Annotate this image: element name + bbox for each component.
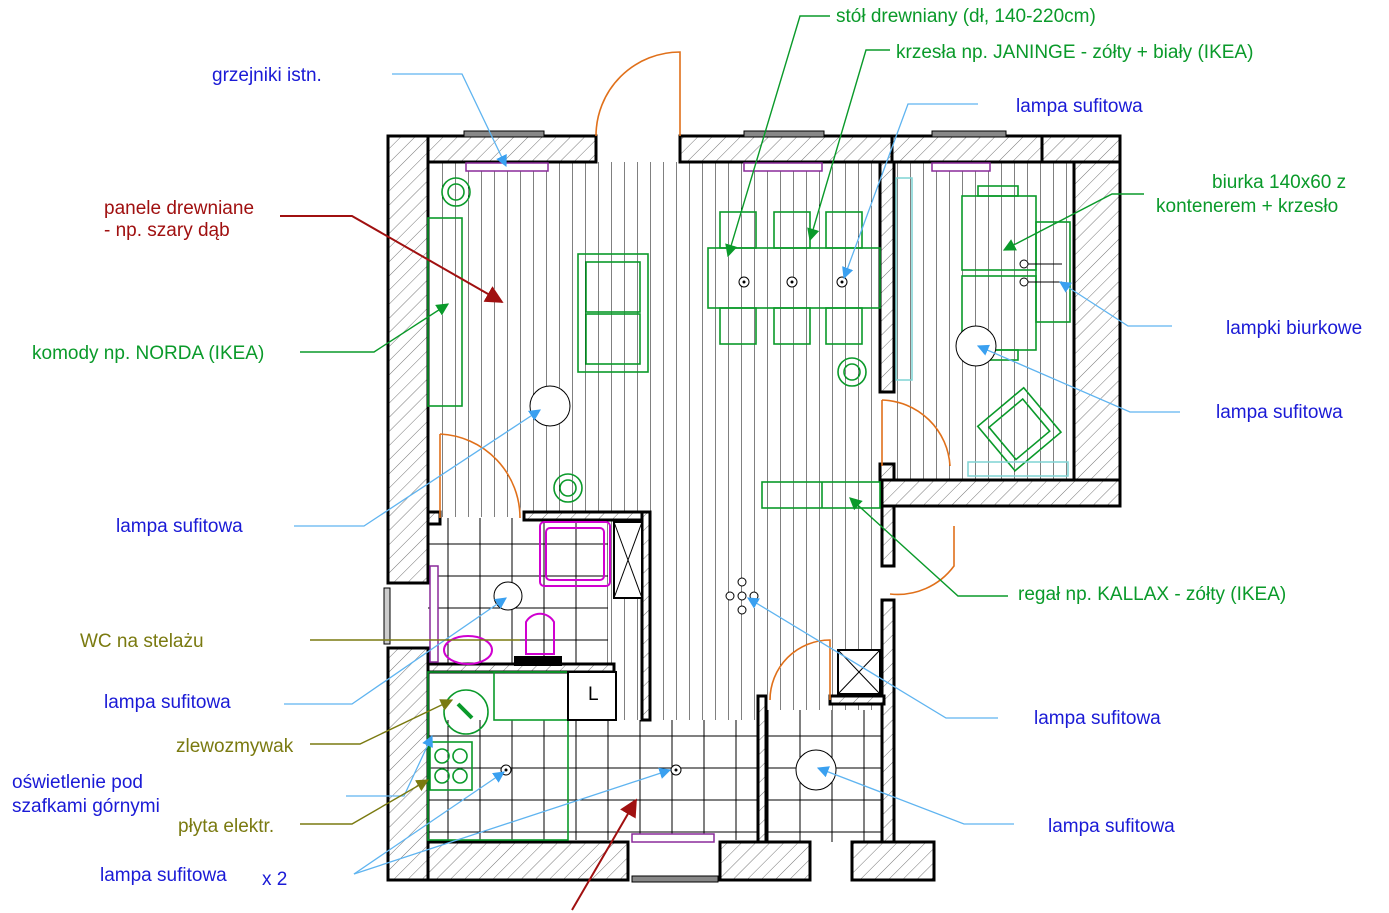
plant-icon	[441, 177, 867, 503]
label-biurka-2: kontenerem + krzesło	[1156, 196, 1338, 217]
furniture: L	[427, 177, 1071, 841]
walls	[386, 134, 1122, 882]
label-lampki: lampki biurkowe	[1226, 318, 1362, 339]
label-x2: x 2	[262, 869, 287, 890]
windows	[383, 130, 1007, 883]
leaders-red	[280, 215, 637, 911]
label-plyta: płyta elektr.	[178, 816, 274, 837]
label-biurka-1: biurka 140x60 z	[1212, 172, 1346, 193]
label-lampa-small: lampa sufitowa	[1048, 816, 1175, 837]
leaders-green	[300, 15, 1144, 597]
label-oswietlenie-1: oświetlenie pod	[12, 772, 143, 793]
label-krzesla: krzesła np. JANINGE - zółty + biały (IKE…	[896, 42, 1253, 63]
label-lampa-living: lampa sufitowa	[116, 516, 243, 537]
label-lampa-office: lampa sufitowa	[1216, 402, 1343, 423]
label-lampa-kitchen: lampa sufitowa	[100, 865, 227, 886]
desk-lamp-icon	[1019, 259, 1062, 287]
ceiling-lamp-icon	[493, 276, 997, 791]
floor-wood	[428, 162, 1074, 720]
labels: stół drewniany (dł, 140-220cm) krzesła n…	[12, 6, 1362, 890]
label-lampa-bath: lampa sufitowa	[104, 692, 231, 713]
leaders-blue	[284, 73, 1180, 875]
label-panele-2: - np. szary dąb	[104, 220, 230, 241]
fridge-label: L	[588, 684, 599, 705]
label-zlew: zlewozmywak	[176, 736, 294, 757]
label-panele-1: panele drewniane	[104, 198, 254, 219]
label-grzejniki: grzejniki istn.	[212, 65, 322, 86]
label-komody: komody np. NORDA (IKEA)	[32, 343, 264, 364]
label-wc: WC na stelażu	[80, 631, 204, 652]
label-oswietlenie-2: szafkami górnymi	[12, 796, 160, 817]
label-lampa-hall: lampa sufitowa	[1034, 708, 1161, 729]
leaders-olive	[300, 639, 520, 825]
label-stol: stół drewniany (dł, 140-220cm)	[836, 6, 1096, 27]
label-lampa-top: lampa sufitowa	[1016, 96, 1143, 117]
doors	[439, 51, 955, 701]
radiators	[429, 162, 991, 843]
label-regal: regał np. KALLAX - zółty (IKEA)	[1018, 584, 1286, 605]
